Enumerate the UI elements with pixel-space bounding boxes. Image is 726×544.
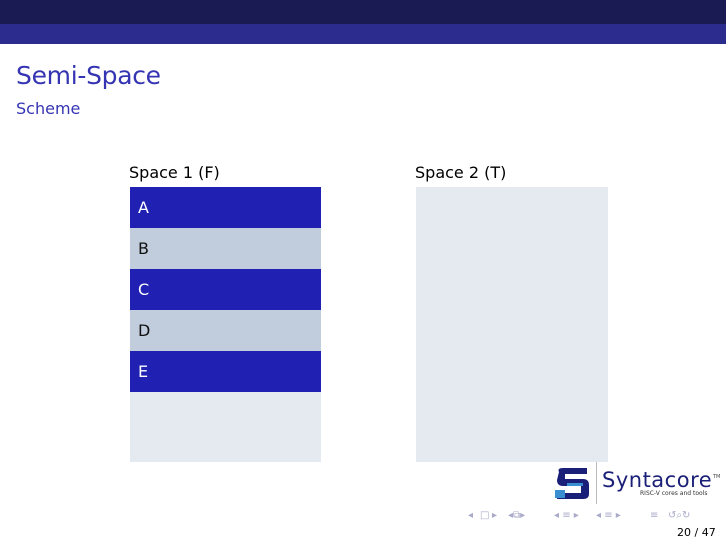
memory-cell: C <box>130 269 321 310</box>
space-1-label: Space 1 (F) <box>129 163 220 182</box>
memory-cell: A <box>130 187 321 228</box>
slide-title: Semi-Space <box>16 61 161 90</box>
logo-trademark: TM <box>713 474 721 480</box>
memory-cell: B <box>130 228 321 269</box>
memory-cell: E <box>130 351 321 392</box>
logo-wordmark: Syntacore <box>602 468 713 492</box>
nav-frame-prev-icon[interactable]: □ <box>480 510 490 521</box>
logo-divider <box>596 462 597 504</box>
slide-subtitle: Scheme <box>16 99 81 118</box>
header-band <box>0 0 726 24</box>
nav-subsection-prev-icon[interactable]: ◂⧉▸ <box>508 510 526 521</box>
nav-frame-next-icon[interactable]: ▸ <box>492 510 498 521</box>
space-2-label: Space 2 (T) <box>415 163 507 182</box>
space-2-column <box>416 187 608 462</box>
nav-subsection-next-icon[interactable]: ◂ ≡ ▸ <box>554 510 579 521</box>
nav-first-icon[interactable]: ◂ <box>468 510 474 521</box>
navigation-bar: ◂ □ ▸ ◂⧉▸ ◂ ≡ ▸ ◂ ≡ ▸ ≡ ↺⌕↻ <box>468 510 720 522</box>
space-1-column: A B C D E <box>130 187 321 462</box>
page-number: 20 / 47 <box>677 526 716 539</box>
subheader-band <box>0 24 726 44</box>
memory-cell: D <box>130 310 321 351</box>
logo-tagline: RISC-V cores and tools <box>640 490 708 497</box>
nav-align-icon[interactable]: ≡ <box>650 510 659 521</box>
syntacore-logo <box>555 468 589 499</box>
search-icon[interactable]: ↺⌕↻ <box>668 510 691 521</box>
nav-section-prev-icon[interactable]: ◂ ≡ ▸ <box>596 510 621 521</box>
